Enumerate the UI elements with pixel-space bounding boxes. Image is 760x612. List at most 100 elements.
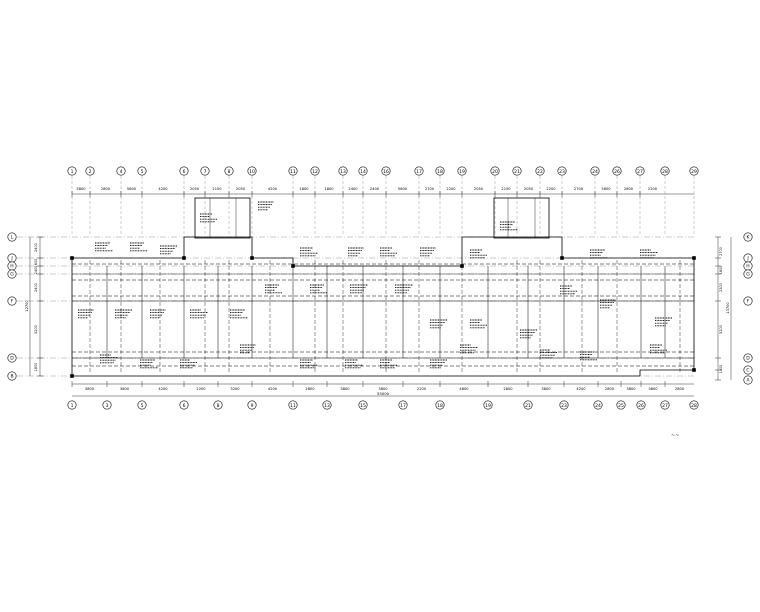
- right-axis-bubble: [743, 353, 753, 363]
- top-axis-label: 26: [614, 169, 620, 175]
- beam-annotation-cluster: [265, 284, 282, 294]
- top-axis-bubble: [358, 166, 368, 176]
- top-axis-bubble: [414, 166, 424, 176]
- bottom-dim-value: 2800: [605, 387, 615, 391]
- right-dim-value: 1400: [719, 365, 723, 374]
- top-axis-label: 14: [360, 169, 366, 175]
- drawing-note: ~~: [671, 433, 679, 439]
- top-axis-label: 24: [592, 169, 598, 175]
- top-axis-label: 29: [691, 169, 697, 175]
- bottom-total-value: 55000: [377, 391, 390, 396]
- bottom-axis-bubble: [689, 400, 699, 410]
- left-total-value: 12700: [25, 300, 29, 312]
- beam-annotation-cluster: [420, 247, 436, 257]
- bottom-axis-label: 27: [662, 403, 668, 409]
- top-axis-bubble: [689, 166, 699, 176]
- bottom-axis-bubble: [483, 400, 493, 410]
- top-dim-value: 2800: [101, 187, 111, 191]
- top-axis-bubble: [310, 166, 320, 176]
- top-axis-bubble: [67, 166, 77, 176]
- left-axis-label: B: [10, 374, 13, 380]
- bottom-dim-value: 3200: [230, 387, 240, 391]
- bottom-axis-bubble: [213, 400, 223, 410]
- left-axis-bubble: [7, 232, 17, 242]
- top-dim-value: 4200: [268, 187, 278, 191]
- beam-annotation-cluster: [230, 309, 248, 319]
- column-block: [182, 256, 186, 260]
- beam-annotation-cluster: [190, 309, 208, 319]
- bottom-axis-label: 8: [217, 403, 220, 409]
- top-axis-bubble: [338, 166, 348, 176]
- beam-annotation-cluster: [380, 359, 397, 369]
- left-axis-label: G: [10, 272, 14, 278]
- bottom-dim-value: 3800: [120, 387, 130, 391]
- left-axis-label: L: [11, 235, 14, 241]
- beam-annotation-cluster: [258, 201, 274, 211]
- top-axis-label: 2: [89, 169, 92, 175]
- top-axis-bubble: [512, 166, 522, 176]
- top-axis-label: 27: [637, 169, 643, 175]
- beam-annotation-cluster: [470, 319, 487, 329]
- bottom-axis-label: 13: [324, 403, 330, 409]
- bottom-axis-label: 5: [141, 403, 144, 409]
- top-axis-label: 1: [71, 169, 74, 175]
- right-axis-bubble: [743, 365, 753, 375]
- top-axis-bubble: [590, 166, 600, 176]
- stair-tower-left: [194, 197, 251, 239]
- right-total-value: 13700: [726, 302, 730, 314]
- wall-lines: [70, 197, 696, 378]
- top-axis-label: 17: [416, 169, 422, 175]
- top-axis-bubble: [557, 166, 567, 176]
- column-block: [70, 374, 74, 378]
- bottom-axis-label: 1: [71, 403, 74, 409]
- top-axis-label: 19: [459, 169, 465, 175]
- beam-annotation-cluster: [240, 344, 256, 354]
- bottom-dim-value: 2200: [417, 387, 427, 391]
- beam-annotation-cluster: [500, 221, 518, 231]
- bottom-axis-bubble: [67, 400, 77, 410]
- top-axis-label: 13: [340, 169, 346, 175]
- top-axis-bubble: [137, 166, 147, 176]
- bottom-dim-value: 4200: [576, 387, 586, 391]
- top-dim-value: 4200: [158, 187, 168, 191]
- top-dim-value: 2200: [446, 187, 456, 191]
- beam-annotation-cluster: [180, 359, 197, 369]
- column-block: [692, 368, 696, 372]
- bottom-dim-value: 4200: [158, 387, 168, 391]
- top-axis-bubble: [247, 166, 257, 176]
- beam-annotation-cluster: [348, 247, 364, 257]
- top-axis-label: 23: [559, 169, 565, 175]
- left-axis-label: H: [10, 264, 13, 270]
- top-axis-bubble: [612, 166, 622, 176]
- bottom-dim-value: 2200: [196, 387, 206, 391]
- stair-tower-right: [493, 197, 550, 239]
- top-axis-bubble: [635, 166, 645, 176]
- bottom-dim-value: 3800: [85, 387, 95, 391]
- left-axis-label: D: [10, 356, 14, 362]
- right-axis-bubble: [743, 296, 753, 306]
- bottom-axis-label: 24: [595, 403, 601, 409]
- beam-annotation-cluster: [640, 249, 658, 259]
- top-axis-bubble: [116, 166, 126, 176]
- bottom-dim-value: 2800: [503, 387, 513, 391]
- top-dim-value: 2050: [524, 187, 534, 191]
- top-axis-bubble: [435, 166, 445, 176]
- bottom-axis-bubble: [322, 400, 332, 410]
- right-axis-bubble: [743, 375, 753, 385]
- bottom-axis-label: 25: [618, 403, 624, 409]
- top-axis-label: 16: [383, 169, 389, 175]
- left-axis-label: F: [11, 299, 14, 305]
- top-dim-value: 5800: [127, 187, 137, 191]
- top-dim-value: 2700: [574, 187, 584, 191]
- top-axis-bubble: [200, 166, 210, 176]
- beam-annotation-cluster: [655, 317, 672, 327]
- bottom-axis-bubble: [288, 400, 298, 410]
- top-axis-label: 7: [204, 169, 207, 175]
- top-dim-value: 1800: [299, 187, 309, 191]
- left-axis-label: J: [10, 256, 12, 262]
- beam-annotation-cluster: [345, 359, 363, 369]
- beam-annotation-cluster: [150, 309, 166, 319]
